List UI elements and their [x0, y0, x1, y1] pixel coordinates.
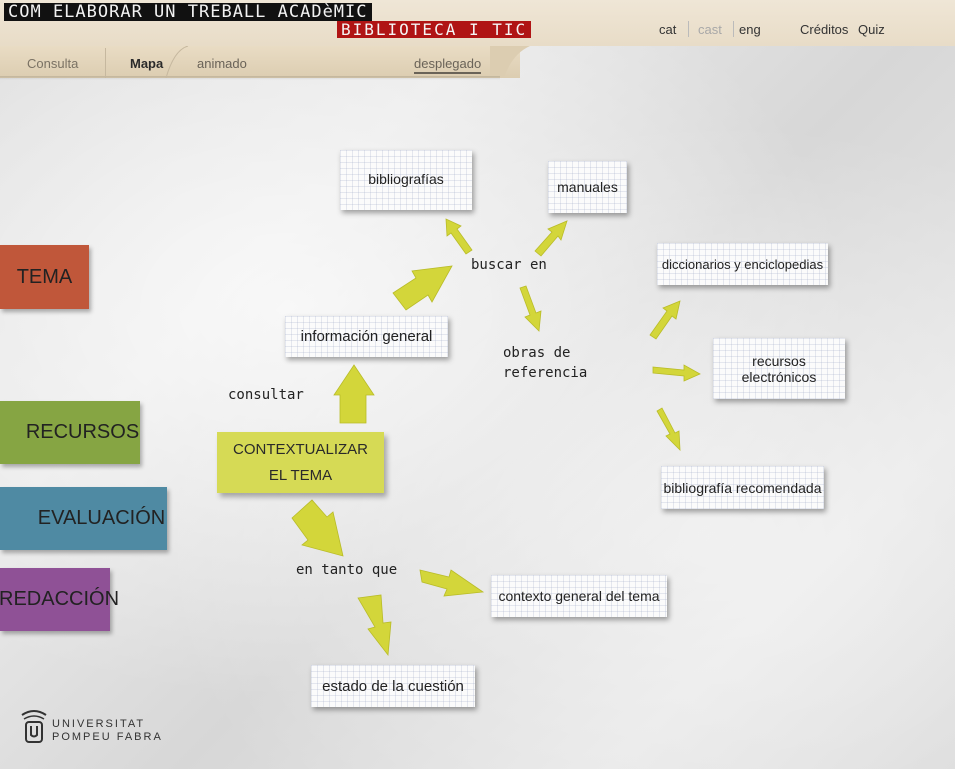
tab-mapa[interactable]: Mapa [130, 56, 164, 71]
app-subtitle: BIBLIOTECA I TIC [337, 21, 532, 38]
tab-animado[interactable]: animado [197, 56, 247, 71]
sidebar-recursos-label: RECURSOS [25, 421, 140, 443]
node-diccionarios-label: diccionarios y enciclopedias [661, 256, 824, 272]
tab-bar-shadow [0, 76, 500, 80]
node-manuales-label: manuales [557, 179, 618, 195]
node-recursos-electronicos[interactable]: recursos electrónicos [713, 338, 845, 399]
node-diccionarios[interactable]: diccionarios y enciclopedias [657, 243, 828, 285]
arrow-up-right-icon [392, 265, 453, 311]
sidebar-tema-label: TEMA [16, 265, 73, 288]
label-buscar-en: buscar en [471, 257, 547, 273]
sidebar-redaccion[interactable]: REDACCIÓN [0, 568, 119, 631]
tab-consulta[interactable]: Consulta [27, 56, 79, 71]
node-bibliografia-recomendada[interactable]: bibliografía recomendada [661, 466, 824, 509]
arrow-up-icon [333, 364, 375, 424]
tab-separator [105, 48, 106, 78]
arrow-up-left-icon [445, 218, 473, 255]
label-en-tanto-que: en tanto que [296, 562, 398, 578]
header-bar: COM ELABORAR UN TREBALL ACADèMIC BIBLIOT… [0, 0, 955, 46]
tab-desplegado[interactable]: desplegado [414, 56, 482, 74]
node-estado-cuestion[interactable]: estado de la cuestión [311, 665, 475, 707]
arrow-right-icon [419, 569, 485, 597]
label-consultar: consultar [228, 387, 304, 403]
tab-bar-curl [490, 46, 530, 78]
node-center-contextualizar[interactable]: CONTEXTUALIZAR EL TEMA [217, 432, 384, 493]
lang-eng-link[interactable]: eng [739, 22, 761, 37]
sidebar-evaluacion[interactable]: EVALUACIÓN [0, 487, 167, 550]
arrow-up-right-icon [649, 300, 681, 340]
sidebar-recursos[interactable]: RECURSOS [0, 401, 140, 464]
sidebar-evaluacion-label: EVALUACIÓN [37, 507, 166, 529]
lang-cast-link[interactable]: cast [698, 22, 722, 37]
arrow-right-icon [652, 364, 701, 382]
upf-logo-icon [21, 710, 47, 743]
arrow-down-icon [357, 594, 392, 657]
node-contexto-general-label: contexto general del tema [498, 588, 660, 604]
lang-separator [733, 21, 734, 37]
university-line2: POMPEU FABRA [52, 731, 163, 743]
sidebar-tema[interactable]: TEMA [0, 245, 89, 309]
app-title: COM ELABORAR UN TREBALL ACADèMIC [4, 3, 372, 21]
university-line1: UNIVERSITAT [52, 718, 146, 730]
lang-cat-link[interactable]: cat [659, 22, 677, 37]
node-bibliografias[interactable]: bibliografías [340, 150, 472, 210]
node-estado-cuestion-label: estado de la cuestión [322, 677, 464, 695]
node-contexto-general[interactable]: contexto general del tema [491, 575, 667, 617]
arrow-down-icon [519, 285, 542, 332]
node-manuales[interactable]: manuales [548, 161, 627, 213]
credits-link[interactable]: Créditos [800, 22, 849, 37]
tab-curve [165, 46, 189, 78]
quiz-link[interactable]: Quiz [858, 22, 885, 37]
arrow-up-right-icon [534, 220, 568, 257]
sidebar-redaccion-label: REDACCIÓN [0, 588, 120, 610]
node-recursos-electronicos-label: recursos electrónicos [741, 352, 817, 385]
arrow-down-right-icon [656, 407, 681, 452]
node-informacion-general[interactable]: información general [285, 316, 448, 357]
node-center-label: CONTEXTUALIZAR EL TEMA [232, 440, 368, 484]
lang-separator [688, 21, 689, 37]
node-informacion-general-label: información general [300, 328, 433, 345]
node-bibliografia-recomendada-label: bibliografía recomendada [663, 479, 822, 496]
university-name: UNIVERSITAT POMPEU FABRA [52, 718, 163, 744]
label-obras-referencia: obras de referencia [503, 345, 588, 381]
node-bibliografias-label: bibliografías [368, 171, 444, 187]
arrow-down-right-icon [291, 499, 344, 557]
